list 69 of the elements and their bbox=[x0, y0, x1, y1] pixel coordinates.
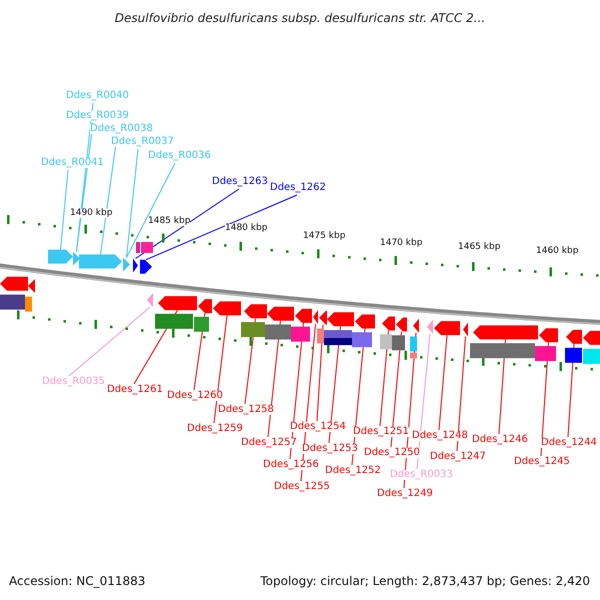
scale-label: 1485 kbp bbox=[148, 217, 190, 226]
scale-label: 1460 kbp bbox=[536, 247, 578, 256]
leader-line bbox=[135, 188, 240, 260]
gene-label: Ddes_1250 bbox=[364, 448, 420, 458]
scale-label: 1490 kbp bbox=[70, 209, 112, 218]
gene-label: Ddes_1247 bbox=[430, 452, 486, 462]
gene-label: Ddes_R0038 bbox=[90, 124, 153, 134]
gene-feature bbox=[355, 314, 375, 328]
gene-label: Ddes_1252 bbox=[325, 466, 381, 476]
leader-line bbox=[540, 342, 549, 456]
leader-line bbox=[68, 306, 150, 376]
gene-feature bbox=[434, 321, 460, 336]
gene-label: Ddes_1244 bbox=[541, 438, 597, 448]
leader-line bbox=[390, 331, 402, 448]
gene-feature bbox=[267, 306, 294, 321]
gene-feature bbox=[133, 258, 138, 273]
gene-label: Ddes_1245 bbox=[514, 457, 570, 467]
leader-line bbox=[380, 330, 389, 426]
leader-line bbox=[244, 318, 256, 404]
gene-feature bbox=[463, 322, 468, 337]
scale-label: 1480 kbp bbox=[225, 224, 268, 233]
gene-label: Ddes_R0037 bbox=[111, 137, 174, 147]
gene-feature bbox=[244, 304, 267, 318]
gene-label: Ddes_1249 bbox=[377, 489, 433, 499]
footer-text: Accession: NC_011883 bbox=[9, 575, 146, 587]
gene-feature bbox=[539, 328, 558, 342]
leader-line bbox=[316, 324, 324, 422]
gene-feature bbox=[396, 318, 407, 332]
gene-feature bbox=[413, 318, 419, 333]
gene-label: Ddes_1257 bbox=[241, 438, 297, 448]
leader-line bbox=[568, 343, 574, 438]
gene-feature bbox=[382, 316, 395, 330]
scale-label: 1465 kbp bbox=[458, 243, 500, 252]
gene-label: Ddes_1259 bbox=[187, 424, 243, 434]
leader-line bbox=[146, 194, 298, 260]
gene-label: Ddes_R0040 bbox=[66, 91, 129, 101]
gene-label: Ddes_1258 bbox=[218, 405, 274, 415]
gene-feature bbox=[583, 330, 600, 345]
gene-feature bbox=[566, 330, 582, 344]
gene-label: Ddes_1255 bbox=[274, 482, 330, 492]
leader-line bbox=[126, 148, 138, 258]
gene-label: Ddes_R0035 bbox=[42, 377, 105, 387]
gene-label: Ddes_R0041 bbox=[41, 158, 104, 168]
gene-feature bbox=[147, 293, 153, 308]
gene-label: Ddes_R0039 bbox=[66, 111, 129, 121]
gene-label: Ddes_1260 bbox=[167, 391, 223, 401]
footer-text: Topology: circular; Length: 2,873,437 bp; Genes: 2,420 bbox=[260, 575, 590, 587]
gene-label: Ddes_1256 bbox=[263, 460, 319, 470]
scale-label: 1475 kbp bbox=[303, 232, 346, 241]
gene-label: Ddes_1246 bbox=[472, 435, 528, 445]
leader-line bbox=[126, 162, 176, 258]
gene-label: Ddes_R0033 bbox=[390, 470, 453, 480]
leader-line bbox=[60, 170, 68, 250]
gene-label: Ddes_1263 bbox=[212, 177, 268, 187]
gene-label: Ddes_1261 bbox=[107, 385, 163, 395]
gene-label: Ddes_1248 bbox=[412, 431, 468, 441]
gene-feature bbox=[123, 257, 130, 272]
leader-line bbox=[456, 336, 466, 452]
leader-line bbox=[194, 312, 206, 390]
gene-feature bbox=[140, 260, 152, 274]
gene-label: Ddes_1251 bbox=[353, 427, 409, 437]
gene-label: Ddes_1254 bbox=[290, 422, 346, 432]
gene-label: Ddes_1253 bbox=[302, 444, 358, 454]
title: Desulfovibrio desulfuricans subsp. desulfuricans str. ATCC 2... bbox=[114, 12, 486, 24]
leader-line bbox=[214, 314, 228, 424]
leader-line bbox=[438, 334, 448, 430]
gene-label: Ddes_1262 bbox=[270, 183, 326, 193]
gene-label: Ddes_R0036 bbox=[148, 151, 211, 161]
scale-label: 1470 kbp bbox=[380, 239, 422, 248]
